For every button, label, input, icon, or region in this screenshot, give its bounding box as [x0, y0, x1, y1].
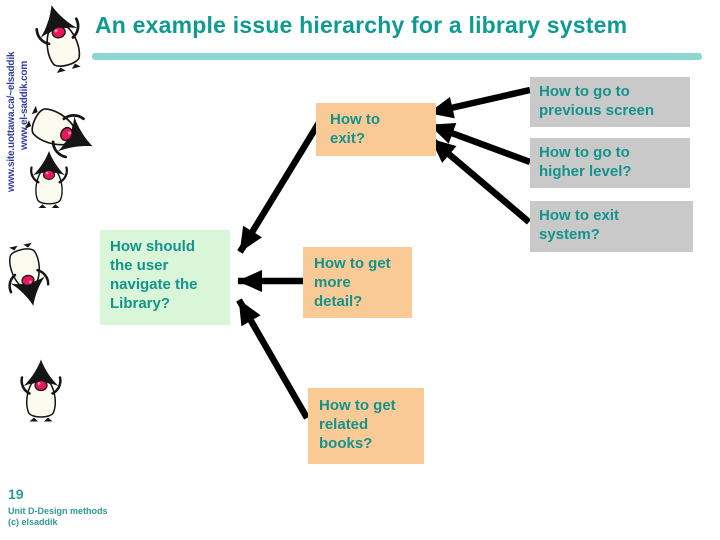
node-related-books-label: How to get related books?: [319, 397, 396, 452]
edge-higher-level-to-exit: [428, 121, 532, 166]
edge-previous-screen-to-exit: [428, 86, 531, 119]
slide-title: An example issue hierarchy for a library…: [95, 12, 628, 38]
node-more-detail: How to get more detail?: [303, 247, 412, 318]
title-underline-bar: [92, 53, 702, 60]
java-duke-mascot-tumbling-icon: [0, 236, 59, 317]
edge-exit-system-to-exit: [428, 136, 532, 225]
node-more-detail-label: How to get more detail?: [314, 255, 391, 310]
page-number: 19: [8, 486, 24, 502]
node-related-books: How to get related books?: [308, 388, 424, 464]
node-exit-system: How to exit system?: [530, 201, 693, 252]
node-how-to-exit: How to exit?: [316, 103, 436, 156]
java-duke-mascot-standing-icon: [26, 148, 72, 210]
node-higher-level-label: How to go to higher level?: [539, 144, 632, 180]
java-duke-mascot-waving-icon: [16, 354, 66, 426]
sidebar-url-site: www.site.uottawa.ca/~elsaddik: [6, 51, 17, 192]
node-exit-system-label: How to exit system?: [539, 207, 620, 243]
node-navigate-library: How should the user navigate the Library…: [100, 230, 230, 325]
node-previous-screen: How to go to previous screen: [530, 77, 690, 127]
footer-copyright-text: (c) elsaddik: [8, 517, 58, 527]
edge-related-books-to-navigate: [236, 298, 310, 420]
node-previous-screen-label: How to go to previous screen: [539, 83, 655, 119]
node-higher-level: How to go to higher level?: [530, 138, 690, 188]
footer-unit-text: Unit D-Design methods: [8, 506, 108, 516]
java-duke-mascot-dancing-icon: [22, 0, 98, 79]
node-navigate-library-label: How should the user navigate the Library…: [110, 238, 198, 312]
node-how-to-exit-label: How to exit?: [330, 111, 380, 147]
edge-exit-to-navigate: [237, 119, 323, 254]
